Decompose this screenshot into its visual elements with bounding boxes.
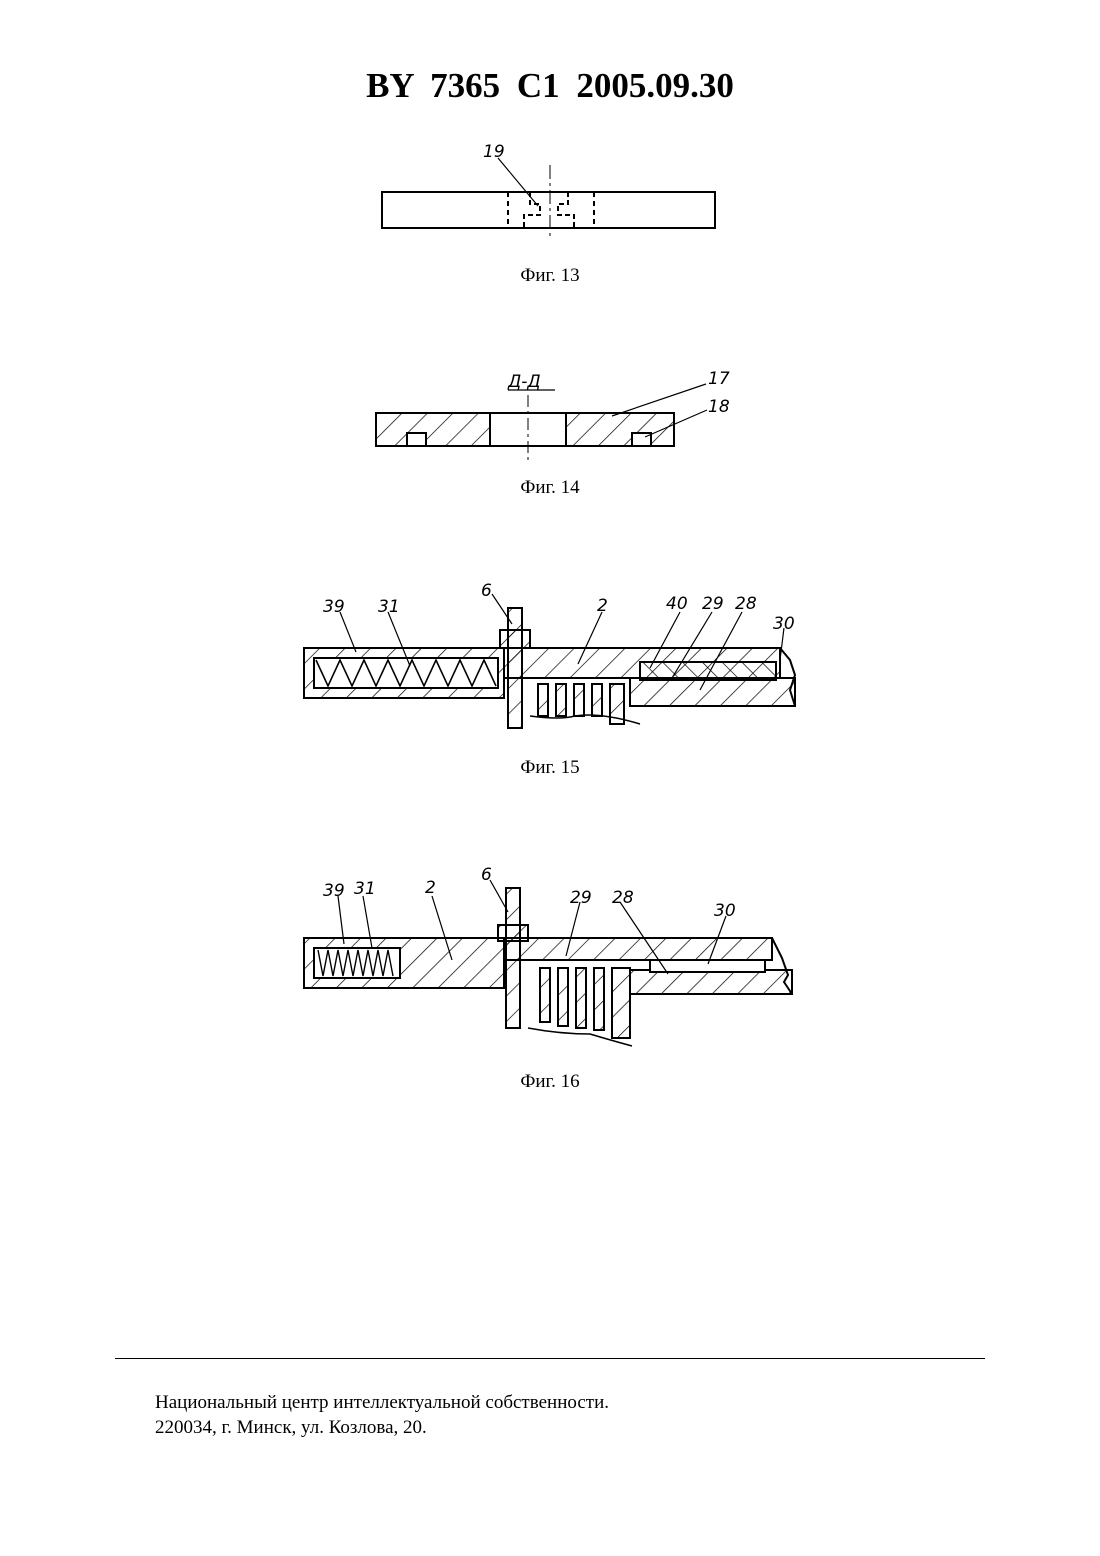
fig15-label-29: 29 (702, 594, 724, 614)
fig14-label-17: 17 (708, 369, 730, 389)
footer-line-2: 220034, г. Минск, ул. Козлова, 20. (155, 1415, 609, 1440)
fig13-label-19: 19 (483, 142, 505, 162)
fig16-label-30: 30 (714, 901, 736, 921)
figure-14 (376, 384, 707, 460)
footer: Национальный центр интеллектуальной собс… (155, 1390, 609, 1440)
fig15-label-28: 28 (735, 594, 757, 614)
footer-line-1: Национальный центр интеллектуальной собс… (155, 1390, 609, 1415)
fig16-label-29: 29 (570, 888, 592, 908)
fig15-label-39: 39 (323, 597, 345, 617)
fig16-label-6: 6 (481, 865, 492, 885)
fig16-label-28: 28 (612, 888, 634, 908)
footer-divider (115, 1358, 985, 1359)
fig16-label-39: 39 (323, 881, 345, 901)
figure-13 (382, 158, 715, 240)
fig15-label-31: 31 (378, 597, 400, 617)
fig15-label-6: 6 (481, 581, 492, 601)
fig14-section-label: Д-Д (507, 372, 541, 392)
drawings: 19 Д-Д 17 18 (0, 0, 1100, 1300)
caption-fig-15: Фиг. 15 (0, 757, 1100, 779)
caption-fig-14: Фиг. 14 (0, 477, 1100, 499)
caption-fig-13: Фиг. 13 (0, 265, 1100, 287)
fig14-label-18: 18 (708, 397, 730, 417)
fig15-label-2: 2 (597, 596, 608, 616)
fig15-label-30: 30 (773, 614, 795, 634)
fig16-label-2: 2 (425, 878, 436, 898)
fig15-label-40: 40 (666, 594, 688, 614)
fig16-label-31: 31 (354, 879, 376, 899)
caption-fig-16: Фиг. 16 (0, 1071, 1100, 1093)
